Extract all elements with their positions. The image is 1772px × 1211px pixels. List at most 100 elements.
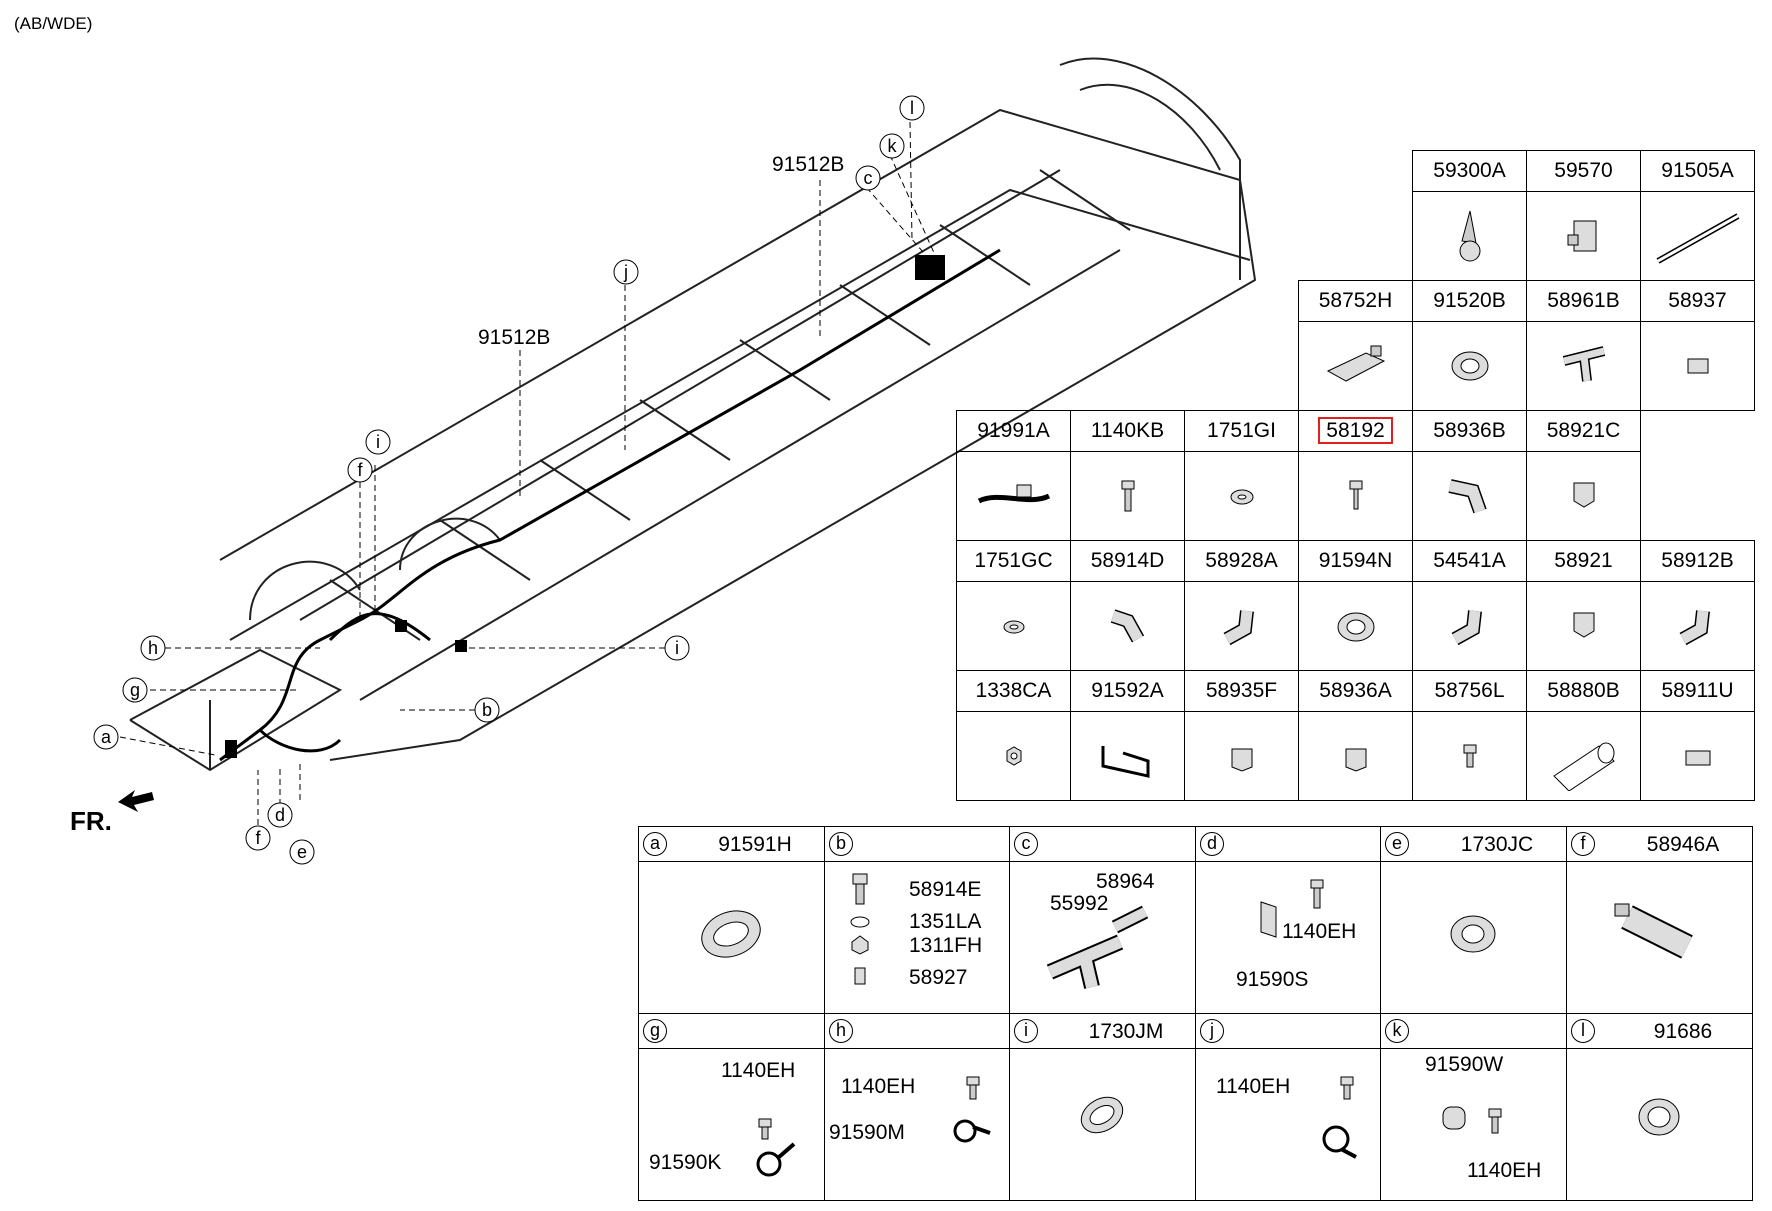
front-direction-label: FR. — [70, 806, 112, 836]
svg-text:c: c — [864, 168, 873, 188]
detail-i-grommet-icon — [1080, 1096, 1124, 1134]
part-code-91505a: 91505A — [1640, 150, 1755, 192]
svg-text:a: a — [101, 727, 112, 747]
detail-d-letter: d — [1200, 832, 1224, 856]
parts-grid: 59300A 59570 91505A 58752H 91520B 58961B… — [956, 150, 1755, 801]
part-code-91991a: 91991A — [956, 410, 1071, 452]
detail-k-letter: k — [1385, 1019, 1409, 1043]
detail-g-body: 1140EH 91590K — [638, 1048, 825, 1201]
detail-b-hardware-icons — [850, 873, 870, 985]
part-code-1751gc: 1751GC — [956, 540, 1071, 582]
part-code-91592a: 91592A — [1070, 670, 1185, 712]
callout-b: b — [474, 697, 500, 723]
part-image-bolt — [1070, 451, 1185, 541]
part-code-1751gi: 1751GI — [1184, 410, 1299, 452]
part-image-elbow-fitting-a — [1184, 581, 1299, 671]
detail-k-clamp-icon — [1442, 1106, 1502, 1134]
detail-h-header: h — [824, 1013, 1010, 1049]
detail-j-header: j — [1195, 1013, 1381, 1049]
detail-b-label-58914e: 58914E — [909, 878, 982, 901]
part-code-58912b: 58912B — [1640, 540, 1755, 582]
detail-j-clip-icon — [1322, 1076, 1357, 1159]
highlighted-part-code: 58192 — [1318, 417, 1393, 444]
svg-text:g: g — [130, 680, 140, 700]
detail-d-body: 1140EH 91590S — [1195, 861, 1381, 1014]
detail-j-label-1140eh: 1140EH — [1216, 1075, 1291, 1098]
detail-g-label-91590k: 91590K — [649, 1151, 722, 1174]
detail-d-clamp-icon — [1260, 879, 1324, 938]
part-image-cap-b — [1526, 581, 1641, 671]
detail-g-header: g — [638, 1013, 825, 1049]
detail-b-body: 58914E 1351LA 1311FH 58927 — [824, 861, 1010, 1014]
part-image-rod — [1640, 191, 1755, 281]
detail-f-header: f 58946A — [1566, 826, 1753, 862]
part-image-stud — [1412, 711, 1527, 801]
detail-d-label-91590s: 91590S — [1236, 968, 1309, 991]
detail-i-letter: i — [1014, 1019, 1038, 1043]
callout-e: e — [289, 839, 315, 865]
part-image-mount-bracket — [1070, 711, 1185, 801]
part-code-58961b: 58961B — [1526, 280, 1641, 322]
detail-f-letter: f — [1571, 832, 1595, 856]
part-image-valve — [1526, 191, 1641, 281]
part-image-bracket-block — [1298, 321, 1413, 411]
part-image-elbow-fitting-b — [1412, 581, 1527, 671]
detail-f-body — [1566, 861, 1753, 1014]
detail-a-code: 91591H — [718, 833, 792, 856]
detail-k-body: 91590W 1140EH — [1380, 1048, 1567, 1201]
detail-j-body: 1140EH — [1195, 1048, 1381, 1201]
svg-text:i: i — [675, 638, 679, 658]
detail-d-header: d — [1195, 826, 1381, 862]
part-code-58928a: 58928A — [1184, 540, 1299, 582]
part-image-lever — [1412, 191, 1527, 281]
detail-k-label-91590w: 91590W — [1425, 1053, 1504, 1076]
detail-b-label-1351la: 1351LA — [909, 910, 982, 933]
wiring-harness — [219, 248, 1001, 762]
callout-91512b-upper: 91512B — [772, 153, 845, 176]
svg-text:b: b — [482, 700, 492, 720]
detail-c-tee-icon — [1046, 905, 1149, 989]
part-code-54541a: 54541A — [1412, 540, 1527, 582]
part-image-cylinder-sleeve — [1526, 711, 1641, 801]
callout-i-right: i — [664, 635, 690, 661]
detail-a-grommet-icon — [701, 910, 761, 958]
svg-text:l: l — [910, 98, 914, 118]
detail-h-clip-icon — [953, 1076, 991, 1143]
callout-a: a — [93, 724, 119, 750]
svg-text:f: f — [357, 460, 363, 480]
svg-text:e: e — [297, 842, 307, 862]
part-code-1140kb: 1140KB — [1070, 410, 1185, 452]
part-code-58911u: 58911U — [1640, 670, 1755, 712]
svg-text:i: i — [376, 432, 380, 452]
callout-c: c — [855, 165, 881, 191]
part-code-59570: 59570 — [1526, 150, 1641, 192]
detail-g-label-1140eh: 1140EH — [721, 1059, 796, 1082]
svg-text:d: d — [275, 805, 285, 825]
part-code-58756l: 58756L — [1412, 670, 1527, 712]
callout-l: l — [899, 95, 925, 121]
detail-i-code: 1730JM — [1088, 1020, 1164, 1043]
part-code-58752h: 58752H — [1298, 280, 1413, 322]
detail-l-grommet-icon — [1638, 1098, 1680, 1136]
part-code-58936b: 58936B — [1412, 410, 1527, 452]
svg-text:k: k — [888, 136, 898, 156]
part-image-small-washer — [956, 581, 1071, 671]
callout-f-upper: f — [347, 457, 373, 483]
part-code-58914d: 58914D — [1070, 540, 1185, 582]
part-image-connector-small — [1640, 321, 1755, 411]
part-image-grommet — [1412, 321, 1527, 411]
detail-k-header: k — [1380, 1013, 1567, 1049]
detail-a-letter: a — [643, 832, 667, 856]
detail-f-code: 58946A — [1646, 833, 1720, 856]
callout-h: h — [140, 635, 166, 661]
detail-c-body: 58964 55992 — [1009, 861, 1196, 1014]
detail-e-letter: e — [1385, 832, 1409, 856]
detail-e-grommet-icon — [1450, 915, 1496, 953]
part-code-58880b: 58880B — [1526, 670, 1641, 712]
detail-g-letter: g — [643, 1019, 667, 1043]
part-image-cap-d — [1298, 711, 1413, 801]
detail-j-letter: j — [1200, 1019, 1224, 1043]
detail-b-letter: b — [829, 832, 853, 856]
